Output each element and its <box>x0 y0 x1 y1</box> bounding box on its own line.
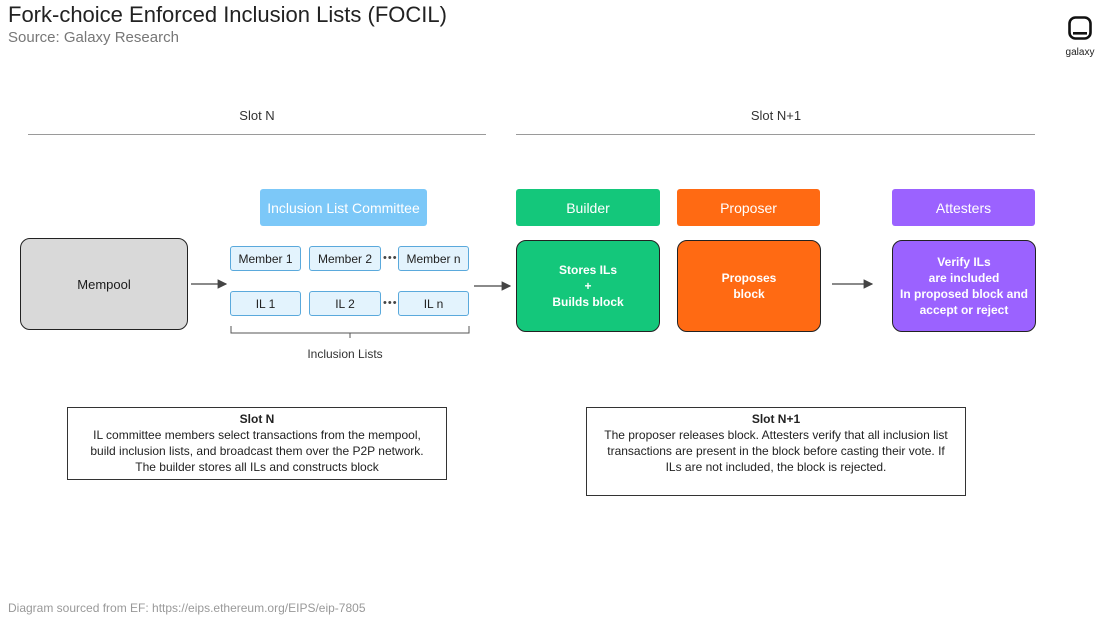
proposer-line-2: block <box>733 287 765 301</box>
attesters-line-4: accept or reject <box>919 303 1009 317</box>
inclusion-lists-label: Inclusion Lists <box>307 347 383 361</box>
il-1-pill: IL 1 <box>230 291 301 316</box>
slot-n-note-line-3: The builder stores all ILs and construct… <box>135 460 379 474</box>
slot-n-note-heading: Slot N <box>239 412 275 426</box>
diagram-title: Fork-choice Enforced Inclusion Lists (FO… <box>8 2 447 27</box>
il-n-pill: IL n <box>398 291 469 316</box>
inclusion-lists-bracket <box>230 326 470 338</box>
slot-n1-note-line-2: transactions are present in the block be… <box>607 444 945 458</box>
attesters-header-label: Attesters <box>935 199 992 216</box>
builder-line-2: + <box>584 279 592 293</box>
logo-text: galaxy <box>1065 47 1095 58</box>
proposer-line-1: Proposes <box>721 271 777 285</box>
attesters-box: Verify ILs are included In proposed bloc… <box>892 240 1036 332</box>
member-2-label: Member 2 <box>317 251 373 266</box>
builder-line-3: Builds block <box>552 295 624 309</box>
slot-n1-rule <box>516 134 1035 135</box>
member-2-pill: Member 2 <box>309 246 381 271</box>
inclusion-list-committee-header: Inclusion List Committee <box>260 189 427 226</box>
slot-n-note: Slot N IL committee members select trans… <box>67 407 447 480</box>
proposer-header: Proposer <box>677 189 820 226</box>
member-1-pill: Member 1 <box>230 246 301 271</box>
slot-n-note-line-1: IL committee members select transactions… <box>93 428 421 442</box>
il-n-label: IL n <box>423 296 444 311</box>
builder-line-1: Stores ILs <box>558 263 618 277</box>
member-1-label: Member 1 <box>238 251 293 266</box>
slot-n1-note: Slot N+1 The proposer releases block. At… <box>586 407 966 496</box>
member-ellipsis: ••• <box>383 252 398 264</box>
slot-n-rule <box>28 134 486 135</box>
galaxy-logo-icon <box>1068 16 1092 40</box>
member-n-pill: Member n <box>398 246 469 271</box>
slot-n1-note-line-1: The proposer releases block. Attesters v… <box>604 428 948 442</box>
member-n-label: Member n <box>406 251 461 266</box>
il-2-label: IL 2 <box>335 296 355 311</box>
proposer-box: Proposes block <box>677 240 821 332</box>
galaxy-logo: galaxy <box>1058 16 1100 58</box>
diagram-source-footer: Diagram sourced from EF: https://eips.et… <box>8 601 366 615</box>
diagram-subtitle: Source: Galaxy Research <box>8 29 179 46</box>
attesters-line-1: Verify ILs <box>937 255 991 269</box>
mempool-label: Mempool <box>77 276 131 292</box>
slot-n-note-line-2: build inclusion lists, and broadcast the… <box>90 444 424 458</box>
il-1-label: IL 1 <box>255 296 276 311</box>
attesters-line-3: In proposed block and <box>899 287 1028 301</box>
attesters-header: Attesters <box>892 189 1035 226</box>
slot-n-label: Slot N <box>239 108 275 123</box>
builder-header-label: Builder <box>566 199 610 216</box>
slot-n1-note-line-3: ILs are not included, the block is rejec… <box>665 460 887 474</box>
slot-n1-note-heading: Slot N+1 <box>751 412 801 426</box>
il-ellipsis: ••• <box>383 297 398 309</box>
mempool-box: Mempool <box>20 238 188 330</box>
builder-header: Builder <box>516 189 660 226</box>
proposer-header-label: Proposer <box>720 199 777 216</box>
committee-header-label: Inclusion List Committee <box>267 199 420 216</box>
il-2-pill: IL 2 <box>309 291 381 316</box>
builder-box: Stores ILs + Builds block <box>516 240 660 332</box>
attesters-line-2: are included <box>928 271 1000 285</box>
slot-n1-label: Slot N+1 <box>750 108 802 123</box>
